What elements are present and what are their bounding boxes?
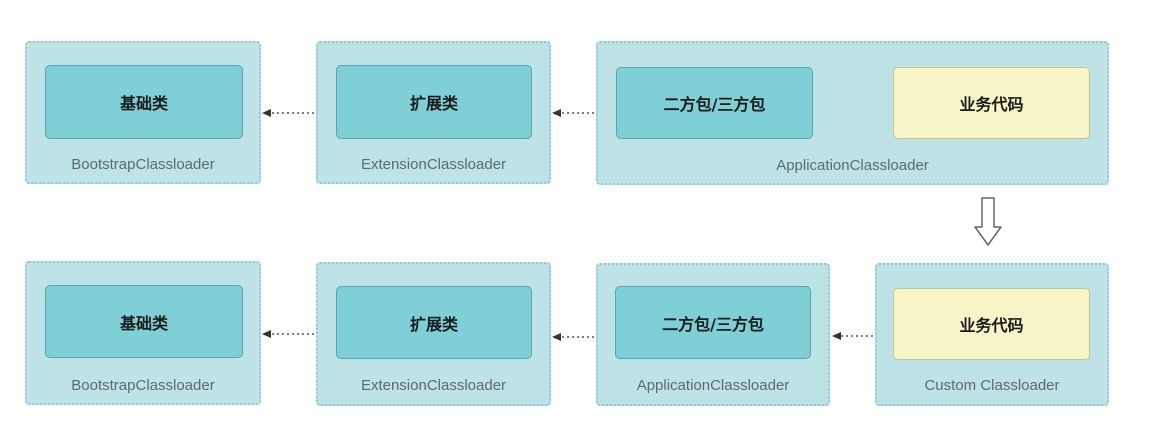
row1-bootstrap-classloader: 基础类 BootstrapClassloader: [25, 41, 261, 184]
row1-application-right-inner-label: 业务代码: [959, 95, 1024, 114]
row2-custom-classloader: 业务代码 Custom Classloader: [875, 263, 1109, 406]
row2-extension-classloader: 扩展类 ExtensionClassloader: [316, 262, 551, 406]
row2-bootstrap-caption: BootstrapClassloader: [71, 377, 215, 394]
row1-extension-inner-label: 扩展类: [409, 94, 458, 113]
row1-application-classloader: 二方包/三方包 业务代码 ApplicationClassloader: [596, 41, 1109, 185]
row2-bootstrap-classloader: 基础类 BootstrapClassloader: [25, 261, 261, 405]
row2-custom-inner-box: 业务代码: [893, 288, 1090, 360]
row1-extension-caption: ExtensionClassloader: [360, 156, 507, 173]
row1-application-left-inner-label: 二方包/三方包: [663, 95, 766, 114]
row1-bootstrap-caption: BootstrapClassloader: [71, 156, 215, 173]
row1-extension-inner-box: 扩展类: [336, 65, 532, 139]
row1-application-caption: ApplicationClassloader: [776, 157, 929, 174]
row2-arrow-extension-to-bootstrap: [262, 330, 314, 338]
row1-application-right-inner-box: 业务代码: [893, 67, 1090, 139]
row1-application-left-inner-box: 二方包/三方包: [616, 67, 813, 139]
row2-custom-inner-label: 业务代码: [959, 316, 1024, 335]
row2-extension-inner-label: 扩展类: [409, 314, 458, 334]
row1-arrow-application-to-extension: [552, 109, 594, 117]
row2-application-inner-label: 二方包/三方包: [662, 314, 764, 334]
row2-bootstrap-inner-label: 基础类: [119, 313, 168, 333]
row1-bootstrap-inner-box: 基础类: [45, 65, 243, 139]
row2-arrow-application-to-extension: [552, 333, 594, 341]
row2-arrow-custom-to-application: [832, 332, 873, 340]
row1-extension-classloader: 扩展类 ExtensionClassloader: [316, 41, 551, 184]
row1-arrow-extension-to-bootstrap: [262, 109, 314, 117]
row2-custom-caption: Custom Classloader: [924, 377, 1060, 394]
row1-bootstrap-inner-label: 基础类: [119, 94, 168, 113]
row2-bootstrap-inner-box: 基础类: [45, 285, 243, 358]
row2-extension-inner-box: 扩展类: [336, 286, 532, 359]
transition-down-arrow-icon: [974, 197, 1002, 246]
row2-application-caption: ApplicationClassloader: [636, 377, 790, 394]
row2-application-inner-box: 二方包/三方包: [615, 286, 811, 359]
row2-application-classloader: 二方包/三方包 ApplicationClassloader: [596, 263, 830, 406]
row2-extension-caption: ExtensionClassloader: [360, 377, 507, 394]
